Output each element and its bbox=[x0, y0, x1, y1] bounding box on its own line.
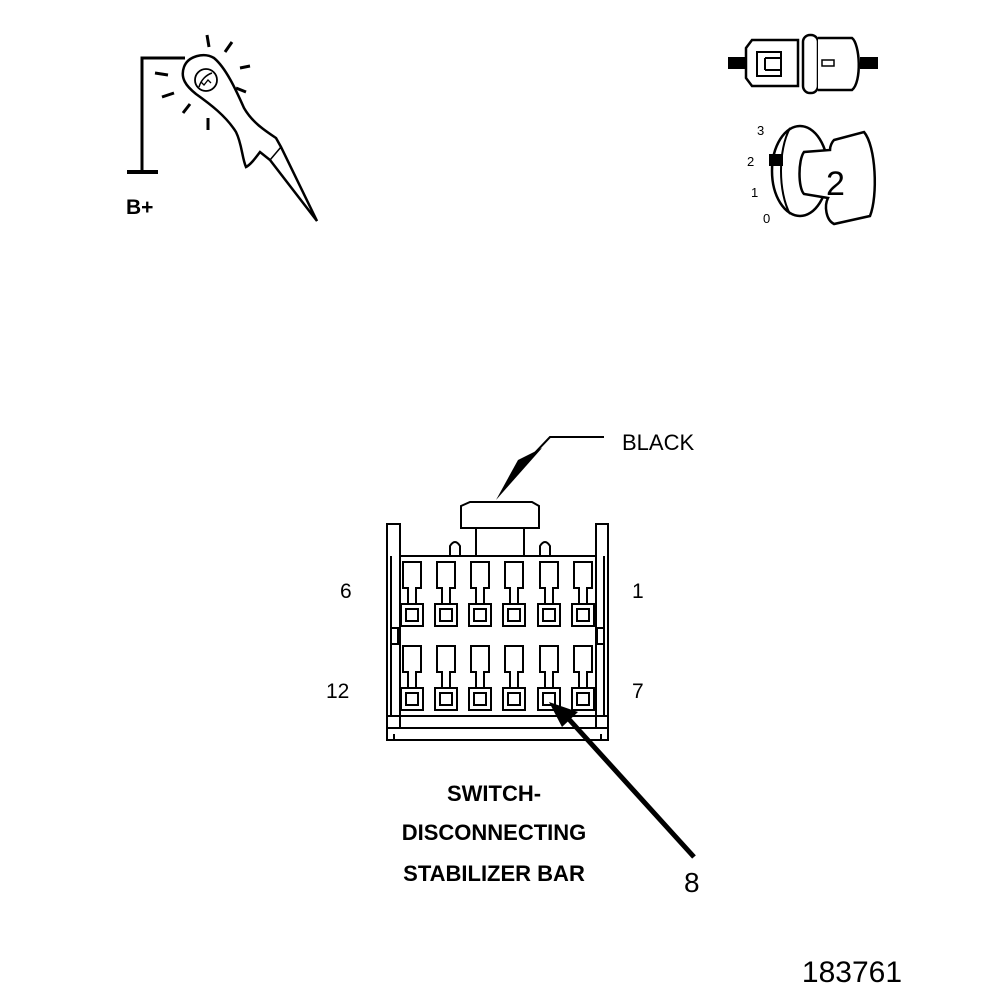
terminal-cavity bbox=[571, 561, 595, 627]
terminal-cavity bbox=[434, 645, 458, 711]
color-leader-arrow bbox=[496, 448, 542, 500]
connector-name-line-2: DISCONNECTING bbox=[402, 820, 587, 845]
pin-label-7: 7 bbox=[632, 680, 644, 703]
figure-number: 183761 bbox=[802, 956, 902, 989]
ignition-position-2: 2 bbox=[747, 154, 754, 169]
supply-label: B+ bbox=[126, 196, 153, 219]
terminal-cavity bbox=[468, 561, 492, 627]
terminal-cavity bbox=[571, 645, 595, 711]
terminal-cavity bbox=[400, 561, 424, 627]
terminal-cavity bbox=[537, 561, 561, 627]
pin-label-6: 6 bbox=[340, 580, 352, 603]
pin-label-1: 1 bbox=[632, 580, 644, 603]
connector-cavities bbox=[400, 561, 595, 711]
probe-pin-label: 8 bbox=[684, 867, 700, 898]
terminal-cavity bbox=[502, 645, 526, 711]
connector-name-line-1: SWITCH- bbox=[447, 781, 541, 806]
color-leader-line bbox=[531, 436, 604, 457]
connector-color-label: BLACK bbox=[622, 430, 694, 455]
probe-arrowhead bbox=[549, 702, 578, 727]
terminal-cavity bbox=[468, 645, 492, 711]
terminal-cavity bbox=[502, 561, 526, 627]
ignition-position-3: 3 bbox=[757, 123, 764, 138]
connector-name-line-3: STABILIZER BAR bbox=[403, 861, 585, 886]
test-light-icon bbox=[127, 34, 319, 222]
terminal-cavity bbox=[434, 561, 458, 627]
ignition-switch-icon bbox=[769, 124, 877, 226]
terminal-cavity bbox=[400, 645, 424, 711]
ignition-key-position: 2 bbox=[826, 165, 845, 203]
ignition-position-0: 0 bbox=[763, 211, 770, 226]
ignition-position-1: 1 bbox=[751, 185, 758, 200]
pin-label-12: 12 bbox=[326, 680, 349, 703]
probe-arrow-line bbox=[564, 714, 696, 859]
connector-disconnected-icon bbox=[728, 33, 878, 95]
